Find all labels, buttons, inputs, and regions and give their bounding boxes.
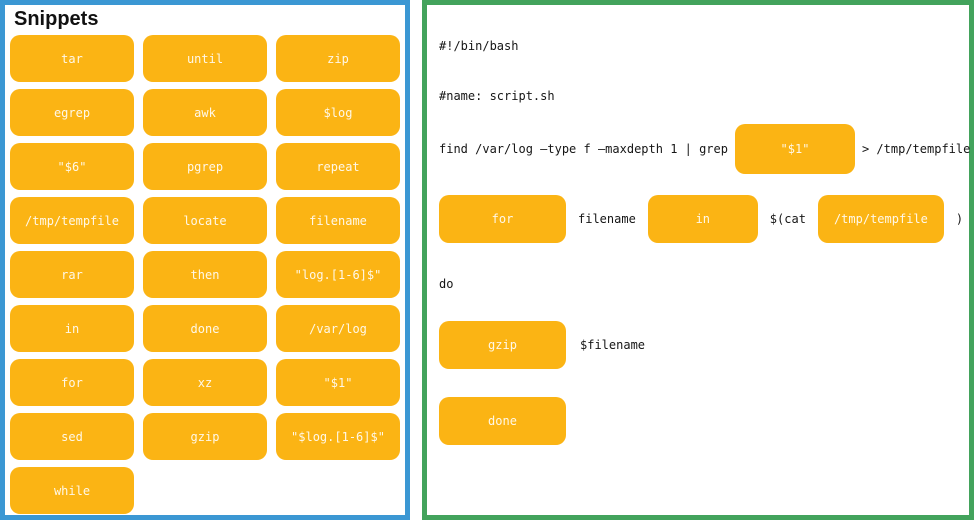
snippet-dollar-log[interactable]: $log	[276, 89, 400, 136]
snippet-pgrep[interactable]: pgrep	[143, 143, 267, 190]
snippet-grid: tar until zip egrep awk $log "$6" pgrep …	[10, 35, 400, 514]
snippet-then[interactable]: then	[143, 251, 267, 298]
snippet-awk[interactable]: awk	[143, 89, 267, 136]
code-do-keyword: do	[439, 277, 454, 291]
snippet-repeat[interactable]: repeat	[276, 143, 400, 190]
code-dollar-filename: $filename	[580, 338, 646, 352]
script-line-shebang: #!/bin/bash	[439, 39, 518, 53]
script-line-gzip: gzip $filename	[439, 320, 645, 370]
snippet-zip[interactable]: zip	[276, 35, 400, 82]
script-answer-panel: #!/bin/bash #name: script.sh find /var/l…	[422, 0, 974, 520]
snippet-quoted-dollar-6[interactable]: "$6"	[10, 143, 134, 190]
snippet-for[interactable]: for	[10, 359, 134, 406]
snippet-done[interactable]: done	[143, 305, 267, 352]
code-shebang: #!/bin/bash	[439, 39, 519, 53]
script-line-done: done	[439, 396, 566, 446]
answer-chip-for[interactable]: for	[439, 195, 566, 243]
snippet-while[interactable]: while	[10, 467, 134, 514]
snippet-until[interactable]: until	[143, 35, 267, 82]
answer-chip-tmp-tempfile[interactable]: /tmp/tempfile	[817, 195, 944, 243]
snippets-panel-title: Snippets	[14, 8, 99, 30]
code-subshell-close: )	[955, 212, 964, 226]
snippet-xz[interactable]: xz	[143, 359, 267, 406]
snippet-egrep[interactable]: egrep	[10, 89, 134, 136]
snippet-quoted-dollar-1[interactable]: "$1"	[276, 359, 400, 406]
answer-chip-gzip[interactable]: gzip	[439, 321, 566, 369]
snippet-tmp-tempfile[interactable]: /tmp/tempfile	[10, 197, 134, 244]
code-filename-var: filename	[578, 212, 636, 226]
code-name-comment: #name: script.sh	[439, 89, 555, 103]
snippet-in[interactable]: in	[10, 305, 134, 352]
snippet-locate[interactable]: locate	[143, 197, 267, 244]
answer-chip-in[interactable]: in	[647, 195, 758, 243]
snippet-var-log[interactable]: /var/log	[276, 305, 400, 352]
snippet-rar[interactable]: rar	[10, 251, 134, 298]
answer-chip-done[interactable]: done	[439, 397, 566, 445]
snippets-panel: Snippets tar until zip egrep awk $log "$…	[0, 0, 410, 520]
snippet-log-1-6-regex[interactable]: "log.[1-6]$"	[276, 251, 400, 298]
snippet-filename[interactable]: filename	[276, 197, 400, 244]
code-find-command: find /var/log –type f –maxdepth 1 | grep	[439, 142, 728, 156]
code-redirect-tempfile: > /tmp/tempfile	[861, 142, 971, 156]
snippet-dollar-log-1-6-regex[interactable]: "$log.[1-6]$"	[276, 413, 400, 460]
script-line-do: do	[439, 277, 453, 291]
snippet-sed[interactable]: sed	[10, 413, 134, 460]
snippet-tar[interactable]: tar	[10, 35, 134, 82]
snippet-gzip[interactable]: gzip	[143, 413, 267, 460]
answer-chip-quoted-dollar-1[interactable]: "$1"	[734, 124, 855, 174]
script-line-name-comment: #name: script.sh	[439, 89, 555, 103]
script-line-for: for filename in $(cat /tmp/tempfile )	[439, 194, 963, 244]
code-cat-subshell-open: $(cat	[769, 212, 806, 226]
script-line-find: find /var/log –type f –maxdepth 1 | grep…	[439, 124, 970, 174]
